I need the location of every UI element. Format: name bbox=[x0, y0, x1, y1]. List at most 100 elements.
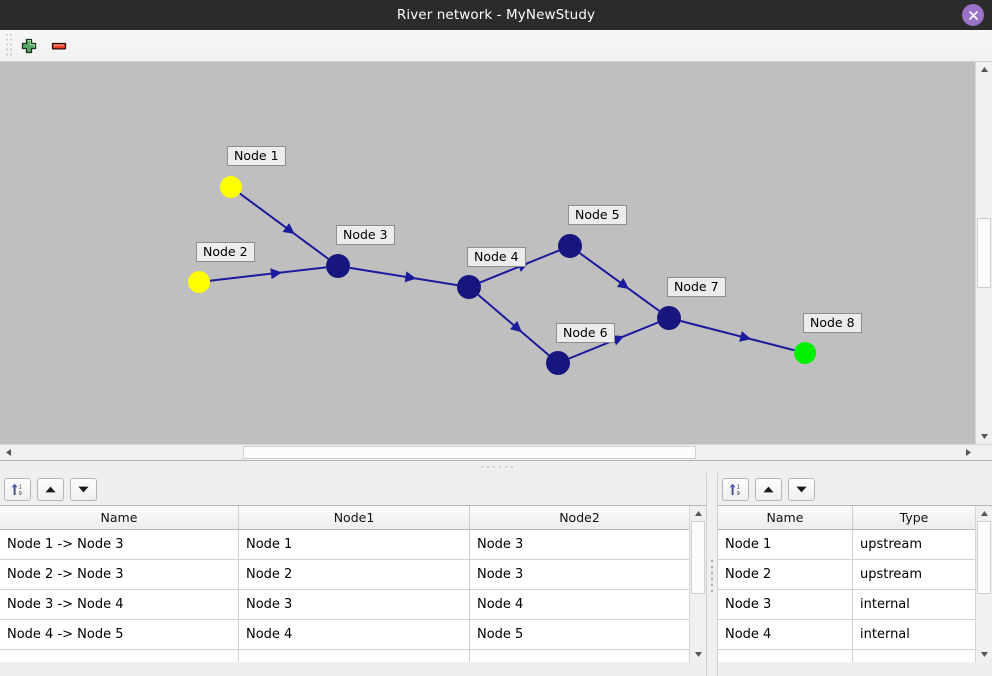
graph-edge[interactable] bbox=[680, 320, 795, 352]
graph-node-label[interactable]: Node 6 bbox=[556, 323, 615, 343]
vertical-splitter[interactable] bbox=[706, 473, 718, 676]
graph-node-label[interactable]: Node 8 bbox=[803, 313, 862, 333]
reaches-cell[interactable]: Node 1 bbox=[238, 529, 470, 560]
reaches-vscroll-thumb[interactable] bbox=[691, 521, 705, 595]
nodes-cell[interactable]: Node 4 bbox=[718, 619, 853, 650]
reaches-cell[interactable]: Node 4 -> Node 5 bbox=[0, 619, 239, 650]
scroll-right-button[interactable] bbox=[960, 445, 976, 460]
graph-node-label[interactable]: Node 4 bbox=[467, 247, 526, 267]
nodes-cell[interactable]: upstream bbox=[852, 559, 975, 590]
graph-node-node-6[interactable] bbox=[546, 351, 570, 375]
table-row[interactable] bbox=[718, 649, 975, 662]
graph-horizontal-scrollbar[interactable] bbox=[0, 444, 992, 460]
graph-node-node-5[interactable] bbox=[558, 234, 582, 258]
graph-node-node-8[interactable] bbox=[794, 342, 816, 364]
graph-node-label[interactable]: Node 3 bbox=[336, 225, 395, 245]
graph-vertical-scrollbar[interactable] bbox=[975, 62, 992, 444]
reaches-cell[interactable]: Node 2 bbox=[238, 559, 470, 590]
graph-hscroll-track[interactable] bbox=[16, 445, 960, 460]
nodes-cell[interactable]: internal bbox=[852, 619, 975, 650]
reaches-column-header[interactable]: Node2 bbox=[469, 506, 689, 530]
remove-node-button[interactable] bbox=[44, 31, 74, 61]
nodes-vscroll-thumb[interactable] bbox=[977, 521, 991, 595]
reaches-cell[interactable] bbox=[0, 649, 239, 662]
scroll-down-button[interactable] bbox=[976, 429, 992, 444]
river-network-diagram[interactable]: Node 1 Node 2 Node 3 Node 4 Node 5 Node 6 Node… bbox=[0, 62, 975, 444]
reaches-column-header[interactable]: Name bbox=[0, 506, 239, 530]
reaches-cell[interactable]: Node 4 bbox=[238, 619, 470, 650]
reaches-cell[interactable]: Node 3 bbox=[469, 559, 689, 590]
graph-edge[interactable] bbox=[579, 252, 660, 312]
graph-hscroll-thumb[interactable] bbox=[242, 446, 696, 459]
nodes-vertical-scrollbar[interactable] bbox=[975, 506, 992, 662]
close-window-button[interactable] bbox=[962, 4, 984, 26]
graph-node-label[interactable]: Node 5 bbox=[568, 205, 627, 225]
reaches-move-up-button[interactable] bbox=[37, 477, 64, 501]
graph-edge[interactable] bbox=[209, 266, 327, 282]
toolbar-drag-handle[interactable] bbox=[4, 33, 12, 58]
reaches-cell[interactable]: Node 3 bbox=[238, 589, 470, 620]
nodes-column-header[interactable]: Type bbox=[852, 506, 975, 530]
nodes-cell[interactable] bbox=[852, 649, 975, 662]
nodes-sort-button[interactable]: 1 9 bbox=[722, 477, 749, 501]
nodes-vscroll-track[interactable] bbox=[976, 521, 992, 647]
nodes-move-down-button[interactable] bbox=[788, 477, 815, 501]
scroll-left-button[interactable] bbox=[0, 445, 16, 460]
reaches-cell[interactable]: Node 3 -> Node 4 bbox=[0, 589, 239, 620]
graph-node-node-3[interactable] bbox=[326, 254, 350, 278]
graph-node-node-7[interactable] bbox=[657, 306, 681, 330]
scroll-down-button[interactable] bbox=[690, 647, 706, 662]
reaches-cell[interactable] bbox=[238, 649, 470, 662]
graph-node-label[interactable]: Node 7 bbox=[667, 277, 726, 297]
reaches-cell[interactable]: Node 1 -> Node 3 bbox=[0, 529, 239, 560]
reaches-cell[interactable]: Node 5 bbox=[469, 619, 689, 650]
reaches-cell[interactable]: Node 3 bbox=[469, 529, 689, 560]
reaches-sort-button[interactable]: 1 9 bbox=[4, 477, 31, 501]
graph-edge[interactable] bbox=[239, 192, 329, 260]
graph-vscroll-thumb[interactable] bbox=[977, 217, 991, 289]
nodes-cell[interactable]: Node 1 bbox=[718, 529, 853, 560]
horizontal-splitter[interactable] bbox=[0, 460, 992, 473]
table-row[interactable] bbox=[0, 649, 689, 662]
nodes-cell[interactable]: internal bbox=[852, 589, 975, 620]
nodes-cell[interactable]: Node 2 bbox=[718, 559, 853, 590]
scroll-up-button[interactable] bbox=[690, 506, 706, 521]
reaches-vertical-scrollbar[interactable] bbox=[689, 506, 706, 662]
graph-node-label[interactable]: Node 1 bbox=[227, 146, 286, 166]
scroll-up-button[interactable] bbox=[976, 506, 992, 521]
graph-vscroll-track[interactable] bbox=[976, 77, 992, 429]
graph-edge[interactable] bbox=[349, 266, 458, 287]
reaches-cell[interactable]: Node 4 bbox=[469, 589, 689, 620]
reaches-cell[interactable]: Node 2 -> Node 3 bbox=[0, 559, 239, 590]
nodes-move-up-button[interactable] bbox=[755, 477, 782, 501]
graph-node-node-1[interactable] bbox=[220, 176, 242, 198]
reaches-column-header[interactable]: Node1 bbox=[238, 506, 470, 530]
nodes-cell[interactable]: upstream bbox=[852, 529, 975, 560]
graph-node-node-2[interactable] bbox=[188, 271, 210, 293]
add-node-button[interactable] bbox=[14, 31, 44, 61]
reaches-vscroll-track[interactable] bbox=[690, 521, 706, 647]
scroll-down-button[interactable] bbox=[976, 647, 992, 662]
reaches-move-down-button[interactable] bbox=[70, 477, 97, 501]
graph-node-label[interactable]: Node 2 bbox=[196, 242, 255, 262]
graph-node-node-4[interactable] bbox=[457, 275, 481, 299]
reaches-cell[interactable] bbox=[469, 649, 689, 662]
nodes-column-header[interactable]: Name bbox=[718, 506, 853, 530]
nodes-cell[interactable]: Node 3 bbox=[718, 589, 853, 620]
nodes-cell[interactable] bbox=[718, 649, 853, 662]
graph-edge[interactable] bbox=[477, 294, 550, 356]
